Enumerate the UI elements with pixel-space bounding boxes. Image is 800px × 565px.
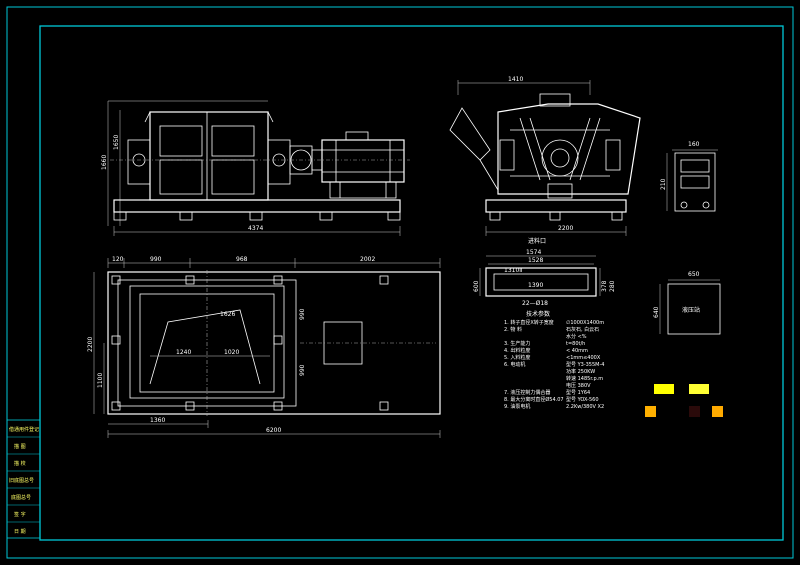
feed-dim-600: 600 xyxy=(473,280,480,292)
plan-dim-right-2: 990 xyxy=(299,364,306,376)
inner-frame xyxy=(39,25,784,541)
plan-dim-top: 120 xyxy=(112,256,124,263)
spec-row-label: 8. 最大分离时直径Ø54.07 xyxy=(504,396,564,403)
spec-row-label: 1. 转子直径X转子宽度 xyxy=(504,319,554,326)
plan-dim-1020: 1020 xyxy=(224,349,239,356)
hydraulic-station: 650 液压站 640 xyxy=(653,271,721,335)
hydraulic-dim-w: 650 xyxy=(688,271,700,278)
spec-row-label: 2. 物 料 xyxy=(504,326,522,333)
spec-row-value: ∅1000X1400m xyxy=(566,320,604,326)
swatch-yellow xyxy=(654,384,674,394)
spec-row-value: < 40mm xyxy=(566,348,588,354)
color-swatches xyxy=(645,384,723,417)
swatch-orange-2 xyxy=(712,406,723,417)
side-panel-item: 借通用件登记 xyxy=(9,426,39,433)
plan-dim-1626: 1626 xyxy=(220,311,235,318)
side-panel-item: 签 字 xyxy=(14,511,26,518)
feed-dim-22: 22—Ø18 xyxy=(522,300,548,307)
plan-dim-top: 2002 xyxy=(360,256,375,263)
spec-row-label: 3. 生产能力 xyxy=(504,340,530,347)
spec-row-value: 型号 YOX-560 xyxy=(566,396,599,403)
spec-row-value: 功率 250KW xyxy=(566,368,595,375)
feed-dim-1310: 1310Ⅱ xyxy=(504,267,522,274)
feed-dim-280: 280 xyxy=(609,280,616,292)
feed-dim-1574: 1574 xyxy=(526,249,541,256)
side-dim-width-top: 1410 xyxy=(508,76,523,83)
spec-table-title: 技术参数 xyxy=(526,310,550,318)
plan-dim-left-2200: 2200 xyxy=(87,337,94,352)
detail-dim-w: 160 xyxy=(688,141,700,148)
spec-row-label: 9. 油泵电机 xyxy=(504,403,530,410)
spec-row-value: t=80t/h xyxy=(566,341,585,347)
swatch-dark xyxy=(689,406,700,417)
plan-dim-total: 6200 xyxy=(266,427,281,434)
spec-row-value: 石灰石, 白云石 xyxy=(566,326,599,333)
swatch-yellow-2 xyxy=(689,384,709,394)
spec-row-label: 5. 入料粒度 xyxy=(504,354,530,361)
front-dim-height-1: 1650 xyxy=(113,135,120,150)
spec-row-value: <1mm≤400X xyxy=(566,355,601,361)
plan-dim-1240: 1240 xyxy=(176,349,191,356)
detail-dim-h: 210 xyxy=(660,178,667,190)
side-panel-item: 日 期 xyxy=(14,529,26,535)
outer-frame xyxy=(6,6,794,559)
plan-dim-left-1100: 1100 xyxy=(97,373,104,388)
spec-row-label: 7. 液压控制力偶合器 xyxy=(504,389,550,396)
spec-row-value: 型号 1Y64 xyxy=(566,389,590,396)
hydraulic-dim-h: 640 xyxy=(653,306,660,318)
side-panel-item: 旧底图总号 xyxy=(9,477,34,484)
spec-row-label: 4. 出料粒度 xyxy=(504,347,530,354)
plan-dim-1360: 1360 xyxy=(150,417,165,424)
side-panel-item: 描 校 xyxy=(14,460,26,467)
spec-row-value: 转速 1485r.p.m xyxy=(566,375,603,382)
hydraulic-label: 液压站 xyxy=(682,306,700,314)
front-dim-height-2: 1660 xyxy=(101,155,108,170)
detail-view: 160 210 xyxy=(660,141,718,212)
feed-dim-1390: 1390 xyxy=(528,282,543,289)
spec-row-value: 2.2Kw/380V X2 xyxy=(566,404,604,410)
spec-row-label: 6. 电动机 xyxy=(504,361,525,368)
swatch-orange xyxy=(645,406,656,417)
feed-dim-1528: 1528 xyxy=(528,257,543,264)
front-view: 1660 1650 xyxy=(101,100,410,236)
spec-row-value: 电压 380V xyxy=(566,382,591,389)
side-panel-item: 描 图 xyxy=(14,443,26,450)
plan-dim-top: 968 xyxy=(236,256,248,263)
side-dim-width-bottom: 2200 xyxy=(558,225,573,232)
feed-dim-378: 378 xyxy=(601,280,608,292)
plan-dim-right-1: 990 xyxy=(299,308,306,320)
side-panel: 借通用件登记 描 图 描 校 旧底图总号 底图总号 签 字 日 期 xyxy=(6,419,41,539)
side-view: 1410 2200 xyxy=(449,76,641,236)
spec-row-value: 水分 <% xyxy=(566,333,587,340)
front-dim-length: 4374 xyxy=(248,225,263,232)
feed-opening: 进料口 1574 1528 1310Ⅱ 1390 22—Ø18 600 378 … xyxy=(473,237,616,307)
plan-dim-top: 990 xyxy=(150,256,162,263)
spec-table: 技术参数 1. 转子直径X转子宽度 ∅1000X1400m 2. 物 料 石灰石… xyxy=(504,310,604,410)
side-panel-item: 底图总号 xyxy=(11,494,31,501)
plan-view: 120 990 968 2002 1626 1240 1020 990 990 xyxy=(87,256,441,438)
feed-opening-title: 进料口 xyxy=(528,237,546,245)
spec-row-value: 型号 Y3-355M-4 xyxy=(566,361,604,368)
